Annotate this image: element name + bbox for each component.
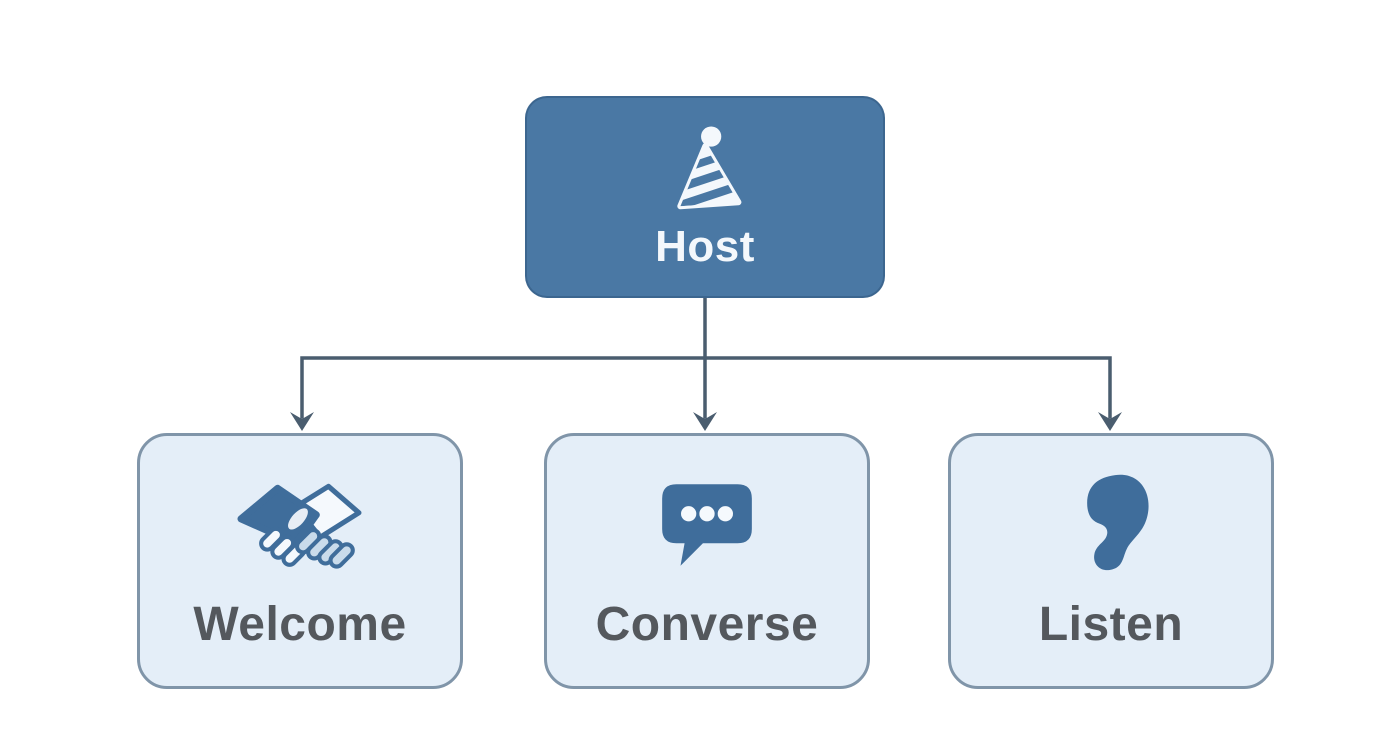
speech-bubble-icon bbox=[654, 471, 760, 583]
handshake-icon bbox=[237, 471, 363, 583]
welcome-label: Welcome bbox=[193, 597, 407, 651]
party-hat-icon bbox=[661, 123, 749, 217]
host-node: Host bbox=[525, 96, 885, 298]
listen-node: Listen bbox=[948, 433, 1274, 689]
ear-icon bbox=[1069, 471, 1153, 583]
arrowhead-left bbox=[290, 412, 314, 431]
converse-node: Converse bbox=[544, 433, 870, 689]
welcome-node: Welcome bbox=[137, 433, 463, 689]
arrowhead-right bbox=[1098, 412, 1122, 431]
arrowhead-middle bbox=[693, 412, 717, 431]
listen-label: Listen bbox=[1038, 597, 1184, 651]
converse-label: Converse bbox=[595, 597, 819, 651]
host-label: Host bbox=[655, 221, 755, 271]
